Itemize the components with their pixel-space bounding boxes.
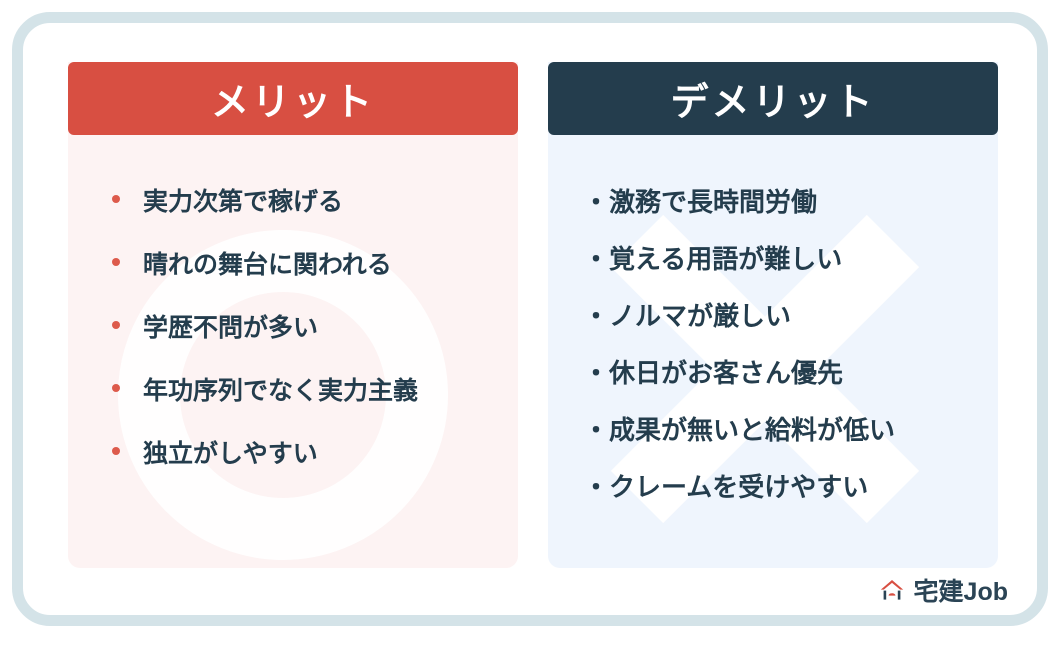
demerit-item-text: 休日がお客さん優先 <box>609 358 844 388</box>
list-item: ・ 覚える用語が難しい <box>583 239 983 276</box>
bullet-dot-icon <box>112 447 120 455</box>
demerit-item-text: クレームを受けやすい <box>609 472 869 502</box>
house-icon <box>880 580 903 600</box>
demerit-list: ・ 激務で長時間労働 ・ 覚える用語が難しい ・ ノルマが厳しい ・ 休日がお客… <box>583 182 983 524</box>
demerit-item-text: 激務で長時間労働 <box>609 187 818 217</box>
bullet-middot-icon: ・ <box>583 244 610 274</box>
list-item: ・ 休日がお客さん優先 <box>583 353 983 390</box>
bullet-dot-icon <box>112 321 120 329</box>
bullet-middot-icon: ・ <box>583 187 610 217</box>
list-item: ・ クレームを受けやすい <box>583 467 983 504</box>
list-item: ・ 成果が無いと給料が低い <box>583 410 983 447</box>
merit-title: メリット <box>210 82 375 124</box>
brand-name: 宅建Job <box>913 578 1008 606</box>
list-item: 学歴不問が多い <box>112 308 512 344</box>
merit-item-text: 年功序列でなく実力主義 <box>143 377 419 405</box>
bullet-dot-icon <box>112 258 120 266</box>
demerit-title: デメリット <box>670 82 876 124</box>
merit-item-text: 学歴不問が多い <box>143 314 319 342</box>
bullet-dot-icon <box>112 384 120 392</box>
bullet-middot-icon: ・ <box>583 415 610 445</box>
list-item: 独立がしやすい <box>112 434 512 470</box>
demerit-panel <box>548 62 998 568</box>
merit-item-text: 実力次第で稼げる <box>143 188 344 216</box>
list-item: 晴れの舞台に関われる <box>112 245 512 281</box>
merit-item-text: 独立がしやすい <box>143 440 318 468</box>
bullet-dot-icon <box>112 195 120 203</box>
demerit-item-text: 覚える用語が難しい <box>609 244 843 274</box>
bullet-middot-icon: ・ <box>583 301 610 331</box>
brand-logo: 宅建Job <box>879 572 1008 608</box>
merit-header: メリット <box>68 62 518 135</box>
demerit-item-text: ノルマが厳しい <box>609 301 792 331</box>
list-item: ・ ノルマが厳しい <box>583 296 983 333</box>
bullet-middot-icon: ・ <box>583 358 610 388</box>
list-item: 年功序列でなく実力主義 <box>112 371 512 407</box>
bullet-middot-icon: ・ <box>583 472 610 502</box>
merit-item-text: 晴れの舞台に関われる <box>143 251 392 279</box>
list-item: ・ 激務で長時間労働 <box>583 182 983 219</box>
list-item: 実力次第で稼げる <box>112 182 512 218</box>
demerit-header: デメリット <box>548 62 998 135</box>
demerit-item-text: 成果が無いと給料が低い <box>609 415 896 445</box>
merit-list: 実力次第で稼げる 晴れの舞台に関われる 学歴不問が多い 年功序列でなく実力主義 … <box>112 182 512 497</box>
